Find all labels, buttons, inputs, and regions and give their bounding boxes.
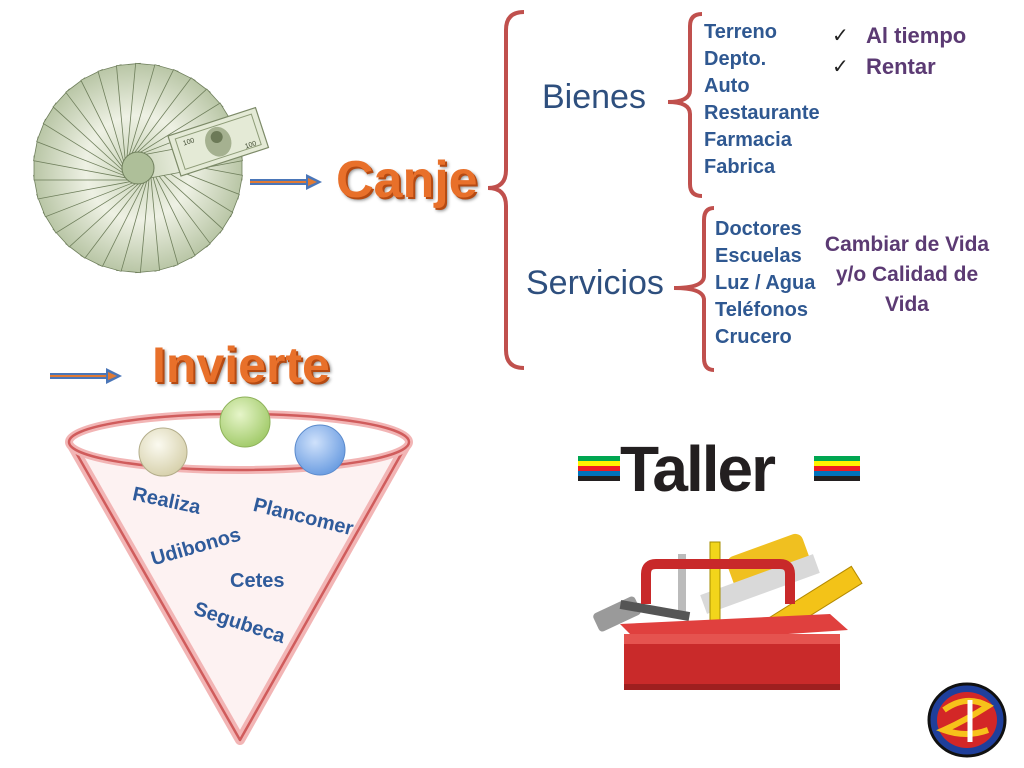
- servicios-label: Servicios: [526, 264, 664, 302]
- bienes-checks: ✓ Al tiempo ✓ Rentar: [832, 20, 966, 82]
- stripes-right: [814, 456, 860, 481]
- ball-green: [219, 396, 271, 448]
- list-item: Farmacia: [704, 129, 792, 151]
- list-item: Auto: [704, 75, 750, 97]
- investment-funnel: [65, 396, 413, 745]
- ball-cream: [138, 427, 188, 477]
- bienes-bracket: [667, 12, 703, 198]
- ball-blue: [294, 424, 346, 476]
- list-item: Terreno: [704, 21, 777, 43]
- svg-text:100: 100: [182, 137, 195, 147]
- taller-text: Taller: [620, 433, 776, 505]
- list-item: Fabrica: [704, 156, 776, 178]
- list-item: Crucero: [715, 326, 792, 348]
- servicios-list: Doctores Escuelas Luz / Agua Teléfonos C…: [715, 216, 815, 351]
- servicios-bracket: [673, 206, 715, 372]
- money-fan-image: 100 100: [33, 62, 270, 274]
- main-bracket: [487, 10, 525, 370]
- check-icon: ✓: [832, 25, 849, 47]
- corner-logo: [927, 682, 1007, 758]
- note-line: Cambiar de Vida: [824, 233, 990, 256]
- stripes-left: [578, 456, 620, 481]
- list-item: Depto.: [704, 48, 767, 70]
- bienes-label: Bienes: [542, 78, 646, 116]
- check-icon: ✓: [832, 56, 849, 78]
- note-line: Vida: [885, 293, 929, 316]
- invierte-title: Invierte: [152, 337, 330, 393]
- list-item: Doctores: [715, 218, 802, 240]
- arrow-to-canje: [250, 174, 322, 190]
- list-item: Restaurante: [704, 102, 820, 124]
- taller-logo: Taller: [574, 398, 866, 530]
- list-item: Luz / Agua: [715, 272, 816, 294]
- bienes-list: Terreno Depto. Auto Restaurante Farmacia…: [704, 19, 820, 181]
- list-item: Escuelas: [715, 245, 802, 267]
- svg-text:100: 100: [244, 140, 257, 150]
- canje-title: Canje: [336, 151, 478, 209]
- check-item: Al tiempo: [866, 22, 967, 48]
- list-item: Teléfonos: [715, 299, 808, 321]
- arrow-to-invierte: [50, 368, 122, 384]
- check-item: Rentar: [866, 53, 936, 79]
- funnel-word-cetes: Cetes: [230, 570, 285, 592]
- servicios-note: Cambiar de Vida y/o Calidad de Vida: [812, 230, 1002, 320]
- note-line: y/o Calidad de: [835, 263, 979, 286]
- toolbox-image: [593, 533, 863, 690]
